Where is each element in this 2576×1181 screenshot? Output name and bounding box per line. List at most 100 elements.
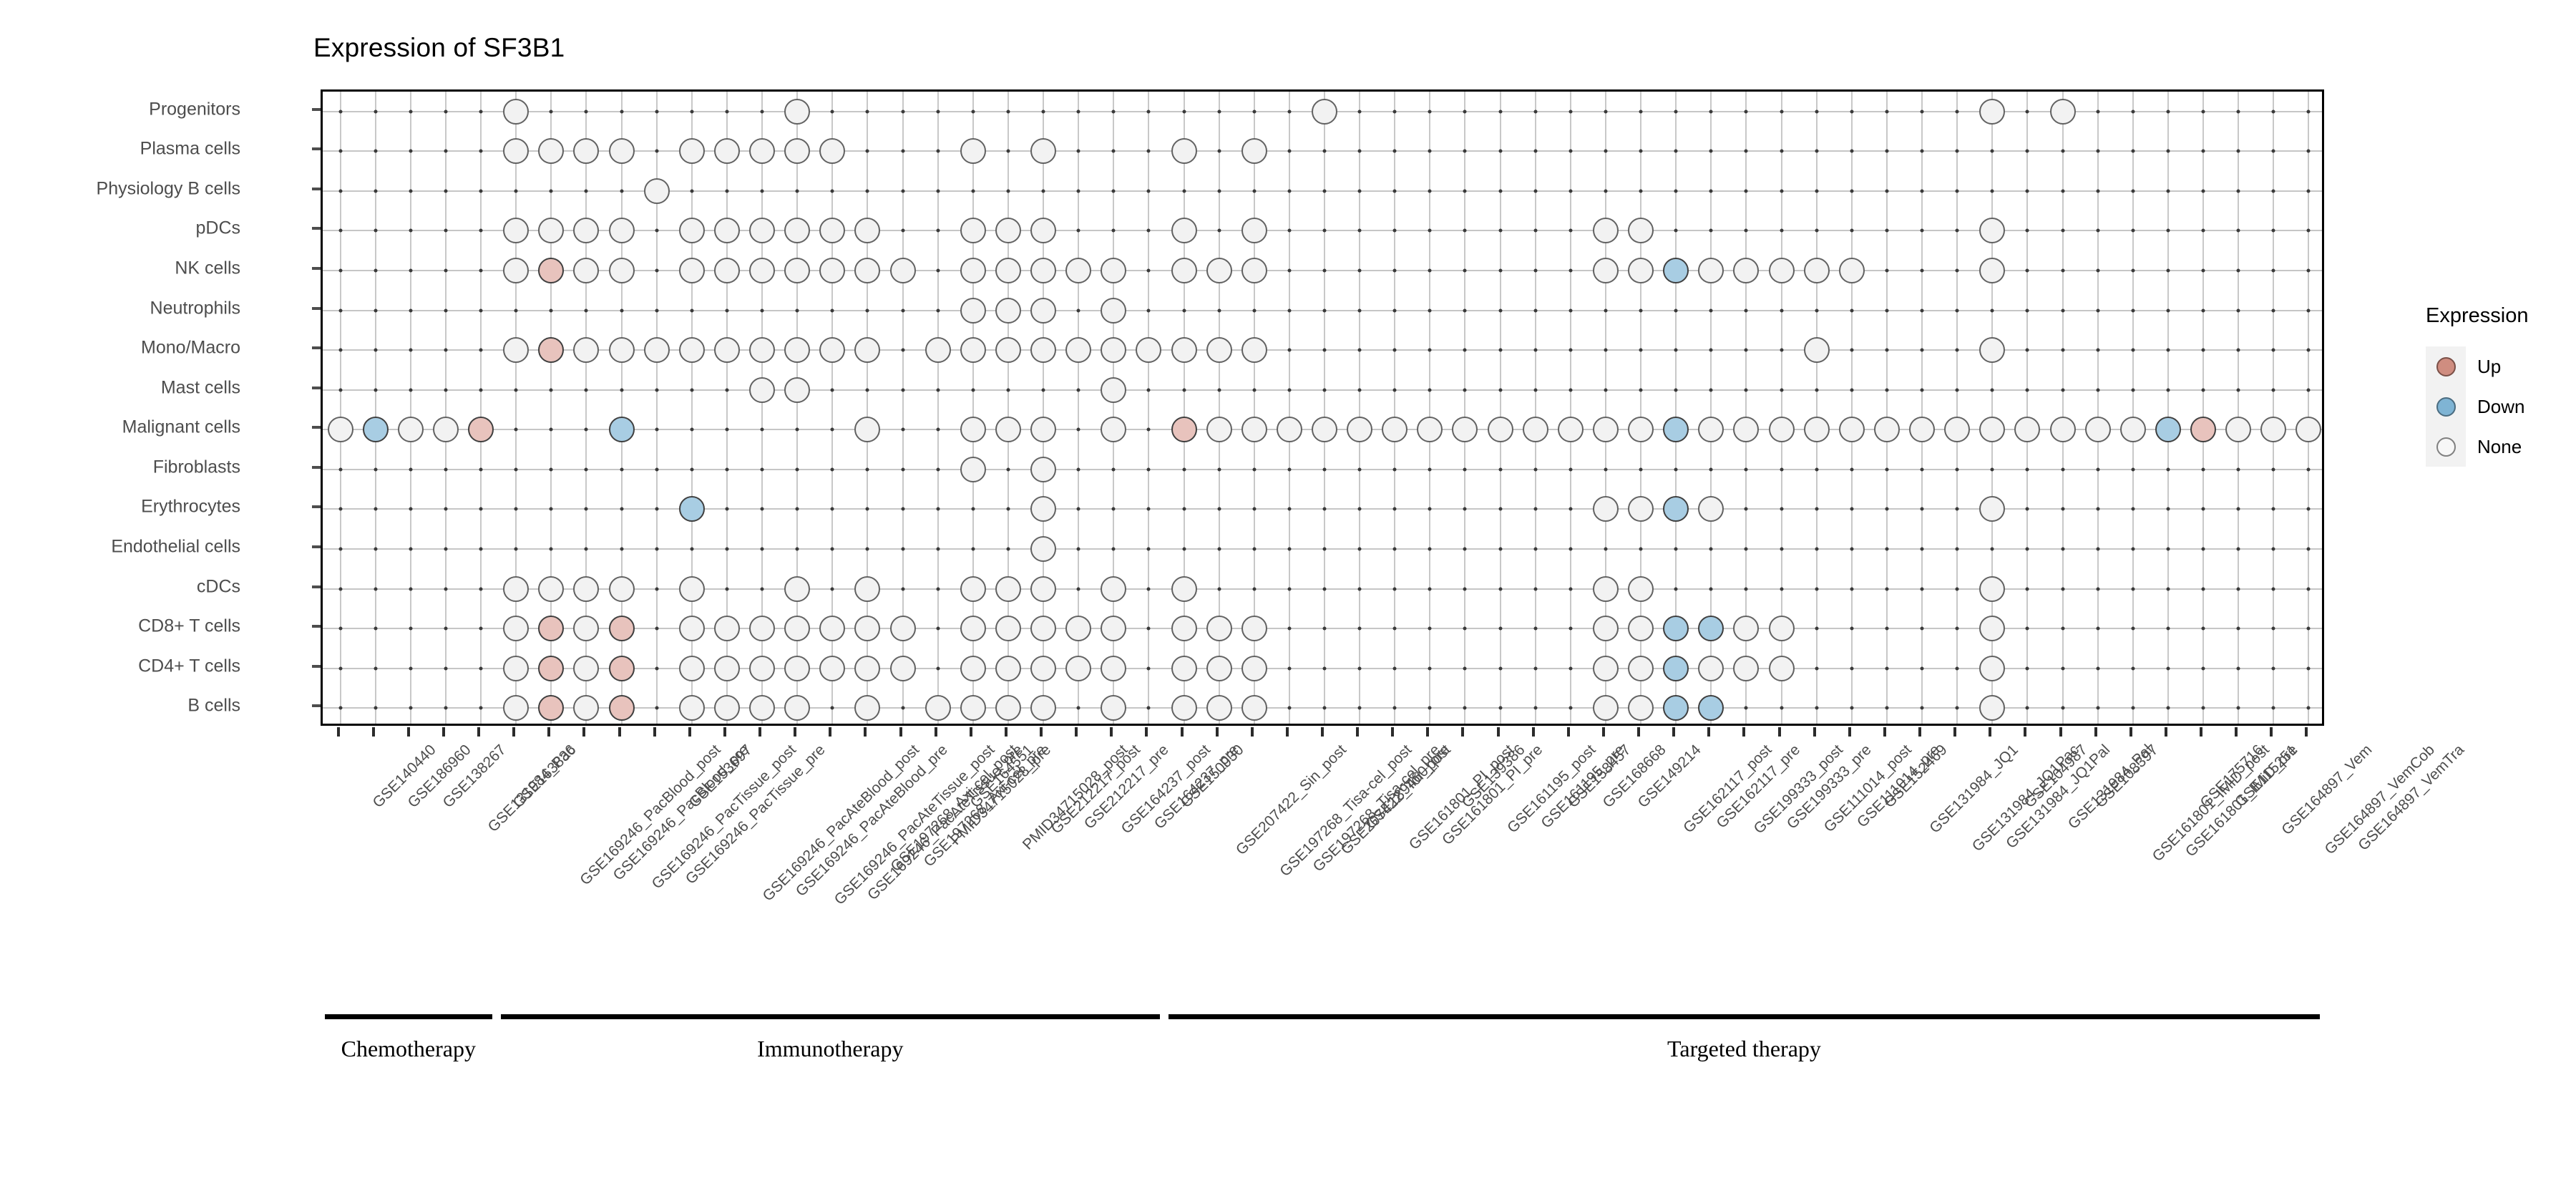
expression-dot[interactable] [995, 258, 1021, 284]
expression-dot[interactable] [1030, 456, 1057, 482]
expression-dot[interactable] [1628, 496, 1654, 523]
expression-dot[interactable] [1979, 98, 2006, 125]
expression-dot[interactable] [1663, 616, 1689, 642]
expression-dot[interactable] [573, 575, 600, 602]
expression-dot[interactable] [784, 655, 811, 681]
expression-dot[interactable] [538, 616, 565, 642]
expression-dot[interactable] [1206, 616, 1232, 642]
expression-dot[interactable] [2119, 417, 2146, 443]
expression-dot[interactable] [432, 417, 459, 443]
expression-dot[interactable] [960, 218, 986, 244]
expression-dot[interactable] [854, 417, 881, 443]
expression-dot[interactable] [2084, 417, 2111, 443]
expression-dot[interactable] [995, 297, 1021, 324]
expression-dot[interactable] [1171, 218, 1197, 244]
expression-dot[interactable] [819, 258, 846, 284]
expression-dot[interactable] [1030, 417, 1057, 443]
expression-dot[interactable] [1312, 98, 1337, 125]
expression-dot[interactable] [1838, 258, 1865, 284]
expression-dot[interactable] [1030, 575, 1057, 602]
expression-dot[interactable] [678, 655, 705, 681]
expression-dot[interactable] [749, 258, 776, 284]
expression-dot[interactable] [1522, 417, 1548, 443]
expression-dot[interactable] [1312, 417, 1337, 443]
expression-dot[interactable] [1171, 417, 1197, 443]
expression-dot[interactable] [1698, 695, 1724, 721]
expression-dot[interactable] [503, 218, 530, 244]
legend-item[interactable]: Up [2426, 346, 2528, 387]
expression-dot[interactable] [1768, 655, 1795, 681]
expression-dot[interactable] [1241, 138, 1267, 165]
expression-dot[interactable] [608, 575, 635, 602]
expression-dot[interactable] [960, 337, 986, 364]
expression-dot[interactable] [1663, 258, 1689, 284]
expression-dot[interactable] [2049, 417, 2076, 443]
expression-dot[interactable] [468, 417, 494, 443]
expression-dot[interactable] [1628, 258, 1654, 284]
expression-dot[interactable] [1030, 218, 1057, 244]
expression-dot[interactable] [573, 695, 600, 721]
expression-dot[interactable] [1698, 655, 1724, 681]
expression-dot[interactable] [1171, 616, 1197, 642]
expression-dot[interactable] [1979, 575, 2006, 602]
expression-dot[interactable] [960, 258, 986, 284]
expression-dot[interactable] [1206, 695, 1232, 721]
expression-dot[interactable] [713, 337, 740, 364]
expression-dot[interactable] [1206, 258, 1232, 284]
expression-dot[interactable] [784, 218, 811, 244]
expression-dot[interactable] [1030, 535, 1057, 562]
expression-dot[interactable] [1592, 575, 1619, 602]
expression-dot[interactable] [678, 337, 705, 364]
expression-dot[interactable] [2155, 417, 2181, 443]
expression-dot[interactable] [1592, 496, 1619, 523]
expression-dot[interactable] [960, 138, 986, 165]
expression-dot[interactable] [1628, 616, 1654, 642]
expression-dot[interactable] [503, 575, 530, 602]
expression-dot[interactable] [327, 417, 353, 443]
expression-dot[interactable] [1592, 417, 1619, 443]
expression-dot[interactable] [1663, 417, 1689, 443]
expression-dot[interactable] [960, 456, 986, 482]
expression-dot[interactable] [538, 337, 565, 364]
expression-dot[interactable] [1206, 655, 1232, 681]
expression-dot[interactable] [749, 616, 776, 642]
expression-dot[interactable] [1171, 575, 1197, 602]
expression-dot[interactable] [608, 655, 635, 681]
expression-dot[interactable] [1136, 337, 1162, 364]
expression-dot[interactable] [1979, 417, 2006, 443]
expression-dot[interactable] [1276, 417, 1302, 443]
expression-dot[interactable] [749, 376, 776, 403]
expression-dot[interactable] [1101, 376, 1127, 403]
expression-dot[interactable] [678, 616, 705, 642]
expression-dot[interactable] [1030, 297, 1057, 324]
expression-dot[interactable] [1206, 417, 1232, 443]
expression-dot[interactable] [1241, 616, 1267, 642]
expression-dot[interactable] [503, 616, 530, 642]
expression-dot[interactable] [1803, 258, 1830, 284]
expression-dot[interactable] [1101, 417, 1127, 443]
expression-dot[interactable] [1030, 655, 1057, 681]
expression-dot[interactable] [1733, 417, 1760, 443]
expression-dot[interactable] [538, 655, 565, 681]
expression-dot[interactable] [1628, 695, 1654, 721]
expression-dot[interactable] [1768, 616, 1795, 642]
expression-dot[interactable] [503, 138, 530, 165]
expression-dot[interactable] [854, 218, 881, 244]
expression-dot[interactable] [538, 218, 565, 244]
expression-dot[interactable] [784, 575, 811, 602]
expression-dot[interactable] [995, 575, 1021, 602]
expression-dot[interactable] [573, 258, 600, 284]
expression-dot[interactable] [960, 417, 986, 443]
expression-dot[interactable] [749, 218, 776, 244]
expression-dot[interactable] [1382, 417, 1408, 443]
expression-dot[interactable] [1979, 337, 2006, 364]
expression-dot[interactable] [678, 258, 705, 284]
expression-dot[interactable] [1979, 218, 2006, 244]
expression-dot[interactable] [1768, 258, 1795, 284]
expression-dot[interactable] [1065, 616, 1092, 642]
expression-dot[interactable] [854, 695, 881, 721]
expression-dot[interactable] [362, 417, 389, 443]
expression-dot[interactable] [1101, 695, 1127, 721]
expression-dot[interactable] [1417, 417, 1443, 443]
expression-dot[interactable] [784, 337, 811, 364]
